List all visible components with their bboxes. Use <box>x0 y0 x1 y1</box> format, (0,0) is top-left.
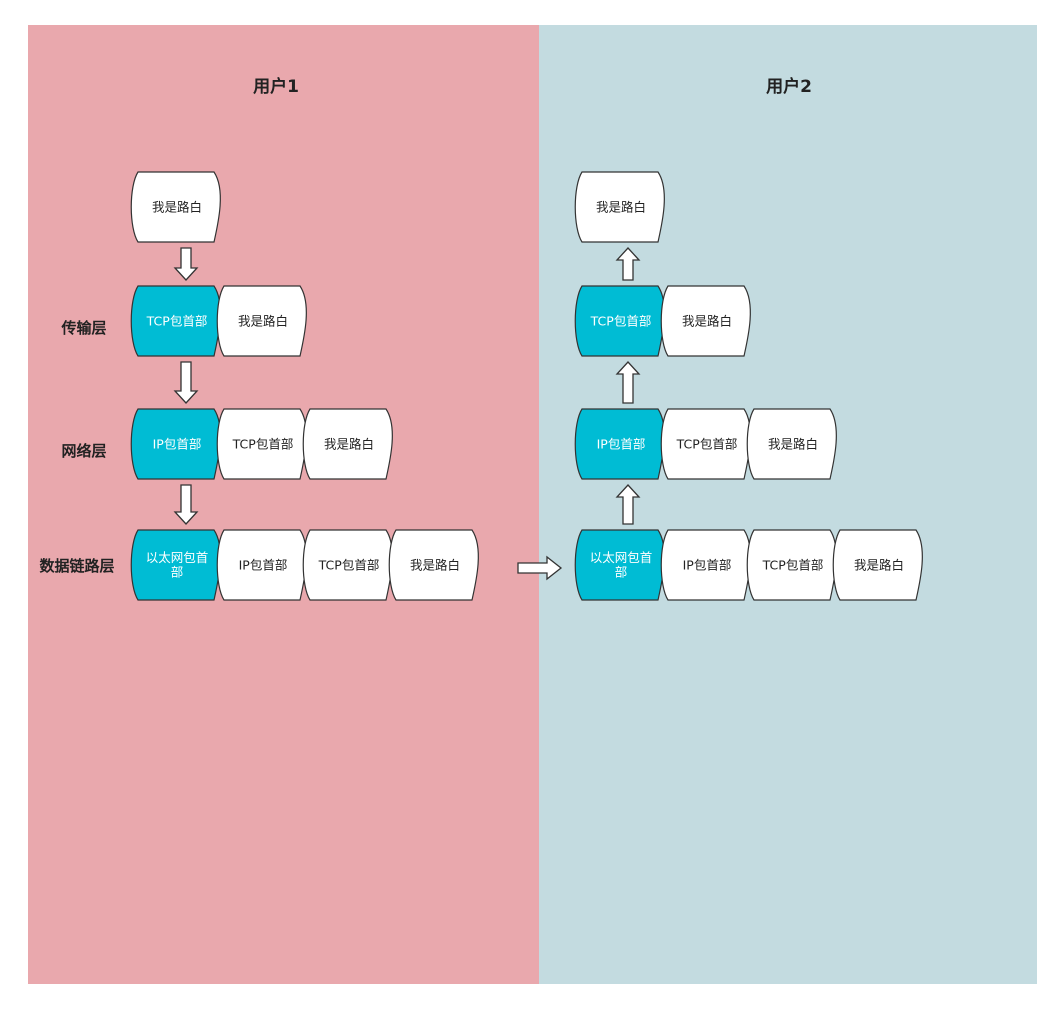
user2-packet-segment: 我是路白 <box>746 408 837 480</box>
user2-packet-row-2: TCP包首部 我是路白 <box>574 285 751 357</box>
user1-packet-segment: 我是路白 <box>130 171 221 243</box>
segment-label: IP包首部 <box>597 437 646 452</box>
down-arrow-icon <box>173 361 199 404</box>
user2-packet-row-1: 我是路白 <box>574 171 665 243</box>
user2-packet-segment: IP包首部 <box>574 408 665 480</box>
user2-packet-row-4: 以太网包首部 IP包首部 TCP包首部 我是路白 <box>574 529 923 601</box>
segment-label: 我是路白 <box>152 200 202 215</box>
user2-packet-segment: 我是路白 <box>574 171 665 243</box>
user1-packet-row-4: 以太网包首部 IP包首部 TCP包首部 我是路白 <box>130 529 479 601</box>
segment-label: TCP包首部 <box>676 437 738 452</box>
segment-label: IP包首部 <box>683 558 732 573</box>
segment-label: 我是路白 <box>682 314 732 329</box>
payload-segment-shape <box>574 171 665 243</box>
user1-packet-segment: TCP包首部 <box>216 408 307 480</box>
user2-packet-segment: 我是路白 <box>832 529 923 601</box>
user2-panel <box>539 25 1037 984</box>
segment-label: 我是路白 <box>768 437 818 452</box>
user1-packet-segment: TCP包首部 <box>130 285 221 357</box>
payload-segment-shape <box>216 285 307 357</box>
user1-packet-segment: 以太网包首部 <box>130 529 221 601</box>
segment-label: 我是路白 <box>596 200 646 215</box>
user1-packet-segment: 我是路白 <box>216 285 307 357</box>
flow-arrows <box>173 247 641 581</box>
user2-packet-segment: IP包首部 <box>660 529 751 601</box>
user2-title: 用户2 <box>766 76 812 97</box>
user2-packet-segment: 我是路白 <box>660 285 751 357</box>
down-arrow-icon <box>173 484 199 525</box>
user1-title: 用户1 <box>253 76 299 97</box>
network-layer-label: 网络层 <box>61 442 106 460</box>
user1-packet-row-3: IP包首部 TCP包首部 我是路白 <box>130 408 393 480</box>
segment-label: TCP包首部 <box>146 314 208 329</box>
user1-packet-row-2: TCP包首部 我是路白 <box>130 285 307 357</box>
segment-label: 我是路白 <box>854 558 904 573</box>
segment-label: 我是路白 <box>238 314 288 329</box>
segment-label: TCP包首部 <box>232 437 294 452</box>
segment-label: 以太网包首部 <box>590 550 653 579</box>
up-arrow-icon <box>615 247 641 281</box>
segment-label: 我是路白 <box>410 558 460 573</box>
user2-packet-segment: TCP包首部 <box>746 529 837 601</box>
user1-panel <box>28 25 539 984</box>
right-arrow-icon <box>517 555 563 581</box>
user1-packet-row-1: 我是路白 <box>130 171 221 243</box>
up-arrow-icon <box>615 361 641 404</box>
user1-packet-segment: 我是路白 <box>388 529 479 601</box>
user2-packet-row-3: IP包首部 TCP包首部 我是路白 <box>574 408 837 480</box>
payload-segment-shape <box>130 171 221 243</box>
up-arrow-icon <box>615 484 641 525</box>
user2-packet-segment: 以太网包首部 <box>574 529 665 601</box>
payload-segment-shape <box>660 285 751 357</box>
segment-label: TCP包首部 <box>762 558 824 573</box>
segment-label: TCP包首部 <box>590 314 652 329</box>
payload-segment-shape <box>832 529 923 601</box>
user1-packet-segment: TCP包首部 <box>302 529 393 601</box>
payload-segment-shape <box>388 529 479 601</box>
down-arrow-icon <box>173 247 199 281</box>
payload-segment-shape <box>302 408 393 480</box>
user2-packet-segment: TCP包首部 <box>574 285 665 357</box>
user1-packet-segment: IP包首部 <box>216 529 307 601</box>
segment-label: IP包首部 <box>153 437 202 452</box>
user2-packet-segment: TCP包首部 <box>660 408 751 480</box>
transport-layer-label: 传输层 <box>60 319 106 337</box>
segment-label: TCP包首部 <box>318 558 380 573</box>
user1-packet-segment: IP包首部 <box>130 408 221 480</box>
segment-label: 我是路白 <box>324 437 374 452</box>
segment-label: 以太网包首部 <box>146 550 209 579</box>
data-link-layer-label: 数据链路层 <box>39 557 114 575</box>
user1-packet-segment: 我是路白 <box>302 408 393 480</box>
payload-segment-shape <box>746 408 837 480</box>
segment-label: IP包首部 <box>239 558 288 573</box>
